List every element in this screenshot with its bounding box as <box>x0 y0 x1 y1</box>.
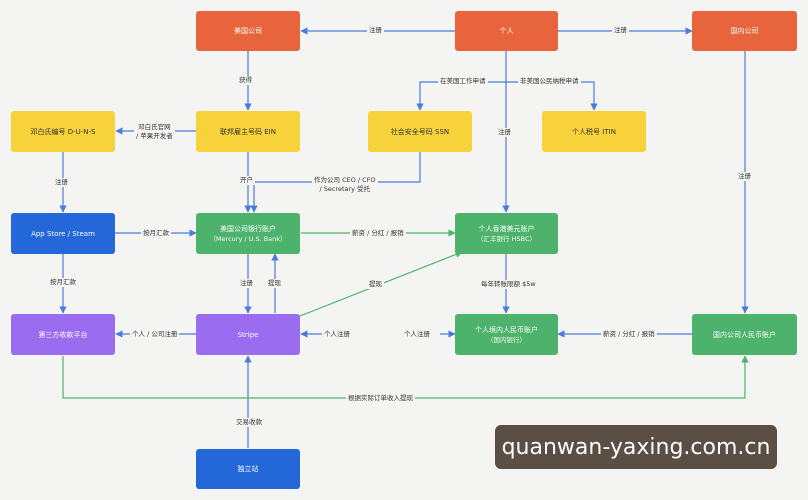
node-individual-label: 个人 <box>499 27 514 35</box>
label-limit: 每年转账限额 $5w <box>479 280 538 289</box>
label-ceo: 作为公司 CEO / CFO / Secretary 受托 <box>312 176 378 194</box>
label-reg-stripe: 注册 <box>238 279 255 288</box>
node-appstore: App Store / Steam <box>11 213 115 254</box>
node-individual: 个人 <box>455 11 558 51</box>
label-withdraw-2: 提现 <box>367 280 384 289</box>
label-duns-apply: 邓白氏官网 / 苹果开发者 <box>134 123 175 141</box>
node-third-party: 第三方收款平台 <box>11 314 115 355</box>
node-rmb-account-sub: （国内银行） <box>487 335 526 344</box>
node-us-bank-label: 美国公司银行账户 <box>220 224 276 233</box>
node-indie-label: 独立站 <box>237 465 259 473</box>
label-reg-mid: 注册 <box>496 128 513 137</box>
watermark: quanwan-yaxing.com.cn <box>495 425 777 469</box>
node-ein-label: 联邦雇主号码 EIN <box>220 127 276 136</box>
node-ssn: 社会安全号码 SSN <box>368 111 472 152</box>
label-personal-reg-2: 个人注册 <box>402 330 432 339</box>
node-indie: 独立站 <box>196 449 300 489</box>
node-cn-account-label: 国内公司人民币账户 <box>713 330 776 339</box>
label-salary-2: 薪资 / 分红 / 报销 <box>601 330 657 339</box>
label-duns-apply-line2: / 苹果开发者 <box>136 132 173 140</box>
node-us-bank: 美国公司银行账户（Mercury / U.S. Bank） <box>196 213 300 254</box>
node-third-party-label: 第三方收款平台 <box>38 330 88 339</box>
node-cn-account: 国内公司人民币账户 <box>692 314 797 355</box>
label-salary-1: 薪资 / 分红 / 报销 <box>350 229 406 238</box>
label-monthly-remit-2: 按月汇款 <box>48 278 78 287</box>
node-stripe: Stripe <box>196 314 300 355</box>
label-duns-apply-line1: 邓白氏官网 <box>138 123 171 131</box>
label-personal-reg: 个人注册 <box>322 330 352 339</box>
label-monthly-remit: 按月汇款 <box>141 229 171 238</box>
label-payment: 交易收款 <box>234 418 264 427</box>
label-reg-right: 注册 <box>612 26 629 35</box>
label-work-us: 在美国工作申请 <box>438 77 488 86</box>
label-reg-cn: 注册 <box>736 172 753 181</box>
node-cn-company: 国内公司 <box>692 11 797 51</box>
label-ceo-line1: 作为公司 CEO / CFO <box>314 176 376 184</box>
node-duns-label: 邓白氏编号 D-U-N-S <box>30 127 96 136</box>
node-rmb-account-label: 个人境内人民币账户 <box>475 325 538 334</box>
label-personal-company-reg: 个人 / 公司注册 <box>130 330 180 339</box>
node-us-bank-sub: （Mercury / U.S. Bank） <box>209 234 287 243</box>
node-itin-label: 个人税号 ITIN <box>572 127 616 136</box>
label-reg-duns: 注册 <box>53 178 70 187</box>
node-cn-company-label: 国内公司 <box>730 27 759 35</box>
label-open-account: 开户 <box>238 176 255 185</box>
label-non-resident: 非美国公民纳税申请 <box>518 77 581 86</box>
label-withdraw-1: 提现 <box>266 279 283 288</box>
node-itin: 个人税号 ITIN <box>542 111 646 152</box>
node-us-company-label: 美国公司 <box>234 27 262 35</box>
node-stripe-label: Stripe <box>237 330 259 339</box>
node-appstore-label: App Store / Steam <box>31 229 95 238</box>
edge-third-cn-account <box>62 355 749 399</box>
label-ceo-line2: / Secretary 受托 <box>319 185 371 193</box>
node-ssn-label: 社会安全号码 SSN <box>390 127 450 136</box>
label-withdraw-by-order: 根据实际订单收入提现 <box>346 394 415 403</box>
edge-individual-itin <box>506 81 598 111</box>
node-ein: 联邦雇主号码 EIN <box>196 111 300 152</box>
node-usd-account-label: 个人香港美元账户 <box>478 224 535 233</box>
label-obtain: 获得 <box>237 76 254 85</box>
node-duns: 邓白氏编号 D-U-N-S <box>11 111 115 152</box>
label-reg-left: 注册 <box>367 26 384 35</box>
node-usd-account-sub: （汇丰银行 HSBC） <box>477 234 536 243</box>
node-us-company: 美国公司 <box>196 11 300 51</box>
node-rmb-account: 个人境内人民币账户（国内银行） <box>455 314 558 355</box>
node-usd-account: 个人香港美元账户（汇丰银行 HSBC） <box>455 213 558 254</box>
